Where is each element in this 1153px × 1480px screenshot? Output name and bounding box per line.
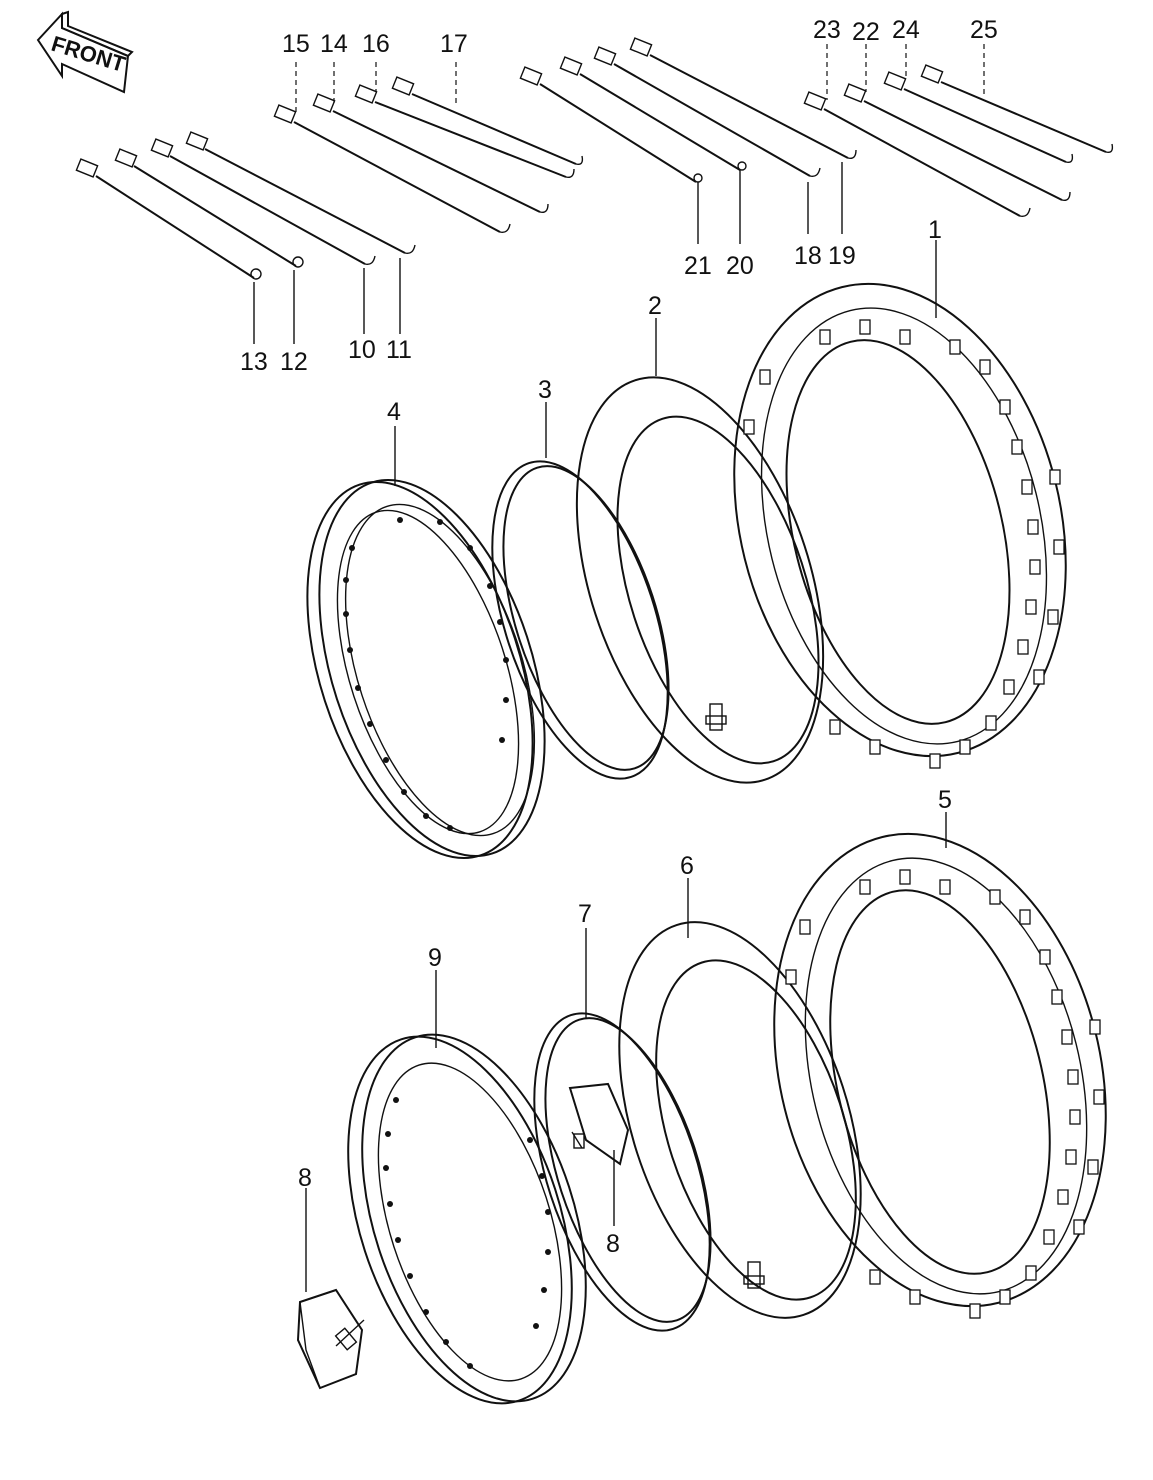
spoke-20 xyxy=(559,56,747,171)
spokes-middle-right-group xyxy=(519,37,857,183)
spoke-17 xyxy=(391,76,584,166)
rear-rim xyxy=(347,1033,587,1405)
spoke-22 xyxy=(843,83,1071,202)
callout-13: 13 xyxy=(240,348,268,376)
spoke-24 xyxy=(883,71,1074,164)
callout-7: 7 xyxy=(578,900,592,928)
rim-lock-inner xyxy=(568,1082,630,1166)
spoke-14 xyxy=(312,93,549,214)
callout-14: 14 xyxy=(320,30,348,58)
spoke-25 xyxy=(920,64,1114,154)
callout-17: 17 xyxy=(440,30,468,58)
callout-2: 2 xyxy=(648,292,662,320)
callout-11: 11 xyxy=(386,336,412,364)
callout-12: 12 xyxy=(280,348,308,376)
front-rim-spoke-holes xyxy=(343,517,509,831)
front-tube xyxy=(575,376,825,784)
callout-21: 21 xyxy=(684,252,712,280)
callout-23: 23 xyxy=(813,16,841,44)
spokes-right-group xyxy=(803,64,1114,218)
spoke-11 xyxy=(185,131,416,255)
callout-20: 20 xyxy=(726,252,754,280)
callout-9: 9 xyxy=(428,944,442,972)
callout-19: 19 xyxy=(828,242,856,270)
callout-6: 6 xyxy=(680,852,694,880)
callout-labels: 1 2 3 4 5 6 7 8 8 9 13 12 10 11 15 14 16… xyxy=(240,16,998,1258)
front-tire xyxy=(733,282,1067,769)
callout-16: 16 xyxy=(362,30,390,58)
front-tube-valve xyxy=(705,703,727,731)
callout-8-inner: 8 xyxy=(606,1230,620,1258)
rear-rim-spoke-holes xyxy=(383,1097,551,1369)
front-label: FRONT xyxy=(49,31,129,77)
callout-4: 4 xyxy=(387,398,401,426)
rear-tire xyxy=(773,832,1107,1319)
spoke-12 xyxy=(114,148,304,268)
front-rim-band xyxy=(491,460,670,780)
callout-24: 24 xyxy=(892,16,920,44)
spokes-middle-left-group xyxy=(273,76,584,234)
callout-3: 3 xyxy=(538,376,552,404)
callout-10: 10 xyxy=(348,336,376,364)
callout-5: 5 xyxy=(938,786,952,814)
spokes-left-group xyxy=(75,131,416,280)
rear-tire-tread xyxy=(785,869,1105,1319)
spoke-16 xyxy=(354,84,575,179)
rear-rim-band xyxy=(533,1012,712,1332)
callout-25: 25 xyxy=(970,16,998,44)
spoke-19 xyxy=(629,37,857,160)
rim-lock-outer xyxy=(296,1288,365,1390)
spoke-15 xyxy=(273,104,511,234)
callout-8-outer: 8 xyxy=(298,1164,312,1192)
spoke-21 xyxy=(519,66,703,183)
callout-18: 18 xyxy=(794,242,822,270)
callout-22: 22 xyxy=(852,18,880,46)
spoke-10 xyxy=(150,138,376,266)
spoke-13 xyxy=(75,158,262,280)
callout-15: 15 xyxy=(282,30,310,58)
leader-lines xyxy=(253,44,985,1292)
front-rim xyxy=(306,478,546,860)
rear-tube-valve xyxy=(743,1261,765,1289)
callout-1: 1 xyxy=(928,216,942,244)
spoke-23 xyxy=(803,91,1031,218)
front-tire-tread xyxy=(743,319,1065,769)
front-arrow-badge: FRONT xyxy=(36,10,134,94)
spoke-18 xyxy=(593,46,821,178)
